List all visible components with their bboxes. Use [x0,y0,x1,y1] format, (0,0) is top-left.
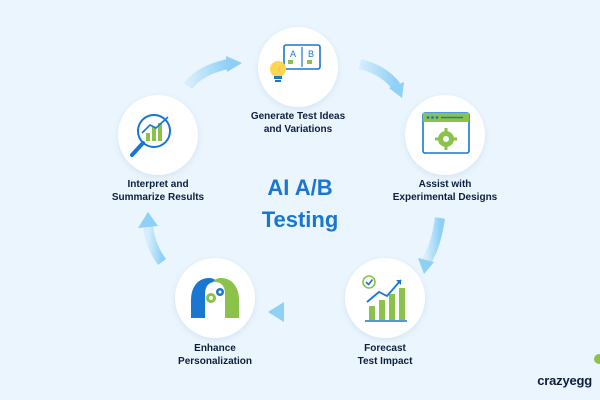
arrow-2-to-3 [418,217,445,274]
step-1-label: Generate Test Ideas and Variations [223,110,373,136]
ab-letter-a: A [290,49,296,59]
step-1-node: A B [258,27,338,107]
step-3-label-line-2: Test Impact [357,356,413,367]
magnifier-chart-icon [130,114,171,157]
heads-gears-icon [191,278,239,318]
diagram-title: AI A/B Testing [220,172,380,236]
arrow-1-to-2 [358,59,404,98]
ab-letter-b: B [308,49,314,59]
browser-gear-icon [422,112,470,154]
step-5-label-line-2: Summarize Results [111,192,205,203]
step-1-label-line-1: Generate Test Ideas [250,111,346,122]
brand-mark-dot [594,354,600,364]
step-1-label-line-2: and Variations [263,124,333,135]
title-line-1: AI A/B [267,175,333,200]
step-2-label: Assist with Experimental Designs [370,178,520,204]
title-line-2: Testing [261,207,339,232]
step-5-label-line-1: Interpret and [127,179,189,190]
step-3-node [345,258,425,338]
arrow-3-to-4 [268,302,332,322]
brand-logo: crazyegg [537,373,592,388]
step-2-node [405,95,485,175]
step-3-label-line-1: Forecast [364,343,406,354]
lightbulb-ab-icon: A B [270,44,321,82]
step-4-label-line-1: Enhance [194,343,236,354]
step-4-label: Enhance Personalization [140,342,290,368]
step-4-node [175,258,255,338]
step-4-label-line-2: Personalization [178,356,252,367]
arrow-4-to-5 [138,212,167,265]
step-5-node [118,95,198,175]
step-3-label: Forecast Test Impact [310,342,460,368]
arrow-5-to-1 [184,56,242,90]
step-5-label: Interpret and Summarize Results [83,178,233,204]
step-2-label-line-1: Assist with [418,179,472,190]
step-2-label-line-2: Experimental Designs [392,192,498,203]
growth-chart-icon [362,275,407,322]
